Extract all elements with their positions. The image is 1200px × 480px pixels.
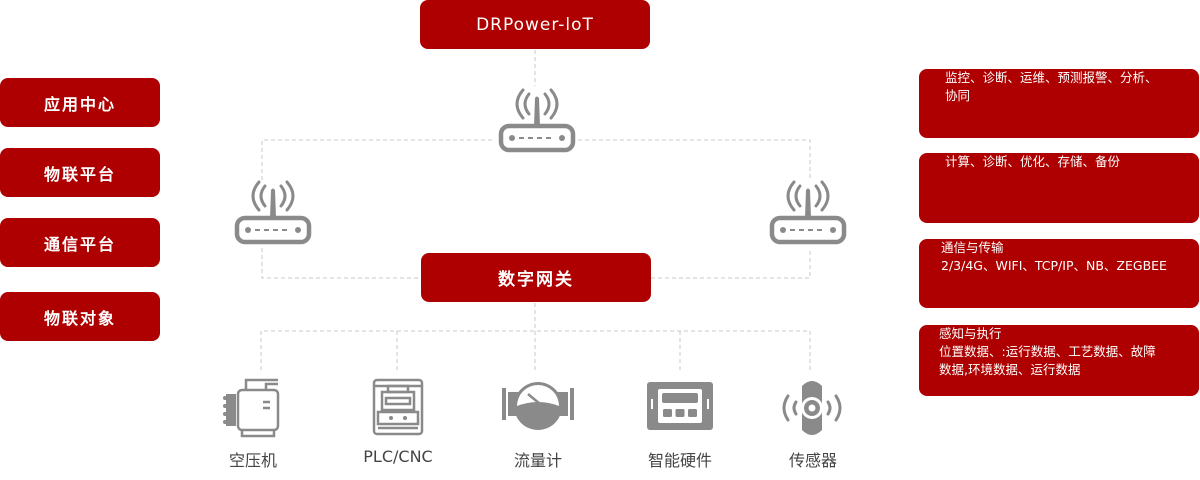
layer-label: 物联平台 xyxy=(43,164,116,184)
device-label-plc-cnc: PLC/CNC xyxy=(363,447,433,466)
layer-label: 通信平台 xyxy=(43,234,116,254)
desc-sensing: 感知与执行 位置数据、:运行数据、工艺数据、故障 数据,环境数据、运行数据 xyxy=(919,325,1199,396)
desc-application: 监控、诊断、运维、预测报警、分析、 协同 xyxy=(919,69,1199,138)
layer-label: 应用中心 xyxy=(43,94,116,114)
gateway-box: 数字网关 xyxy=(421,253,651,302)
device-label-air-compressor: 空压机 xyxy=(228,451,277,470)
connector-left-gw xyxy=(261,248,421,279)
device-label-sensor: 传感器 xyxy=(788,451,837,470)
desc-communication: 通信与传输 2/3/4G、WIFI、TCP/IP、NB、ZEGBEE xyxy=(919,239,1199,308)
layer-application-center: 应用中心 xyxy=(0,78,160,127)
connector-right-top xyxy=(578,139,811,180)
layer-label: 物联对象 xyxy=(43,308,116,328)
desc-line: 协同 xyxy=(945,88,971,103)
sensor-icon xyxy=(782,381,842,435)
platform-title: DRPower-loT xyxy=(476,14,594,35)
gateway-title: 数字网关 xyxy=(498,270,574,290)
router-icon-top xyxy=(498,88,576,153)
desc-line: 数据,环境数据、运行数据 xyxy=(939,362,1081,377)
layer-iot-objects: 物联对象 xyxy=(0,292,160,341)
desc-line: 通信与传输 xyxy=(941,240,1004,255)
device-label-flow-meter: 流量计 xyxy=(513,451,562,470)
smart-hardware-icon xyxy=(647,382,713,430)
connector-left-top xyxy=(261,139,495,180)
desc-line: 位置数据、:运行数据、工艺数据、故障 xyxy=(939,344,1156,359)
platform-title-box: DRPower-loT xyxy=(420,0,650,49)
router-icon-left xyxy=(234,180,312,245)
desc-line: 感知与执行 xyxy=(939,326,1002,341)
air-compressor-icon xyxy=(223,378,280,438)
connector-devices-bus xyxy=(260,330,811,370)
desc-line: 计算、诊断、优化、存储、备份 xyxy=(945,154,1121,169)
device-label-smart-hardware: 智能硬件 xyxy=(647,451,712,470)
desc-platform: 计算、诊断、优化、存储、备份 xyxy=(919,153,1199,223)
flow-meter-icon xyxy=(502,382,574,430)
desc-line: 监控、诊断、运维、预测报警、分析、 xyxy=(945,70,1158,85)
connector-right-gw xyxy=(651,248,811,279)
router-icon-right xyxy=(769,180,847,245)
plc-cnc-icon xyxy=(372,378,424,436)
desc-line: 2/3/4G、WIFI、TCP/IP、NB、ZEGBEE xyxy=(941,258,1167,273)
layer-iot-platform: 物联平台 xyxy=(0,148,160,197)
layer-communication-platform: 通信平台 xyxy=(0,218,160,267)
